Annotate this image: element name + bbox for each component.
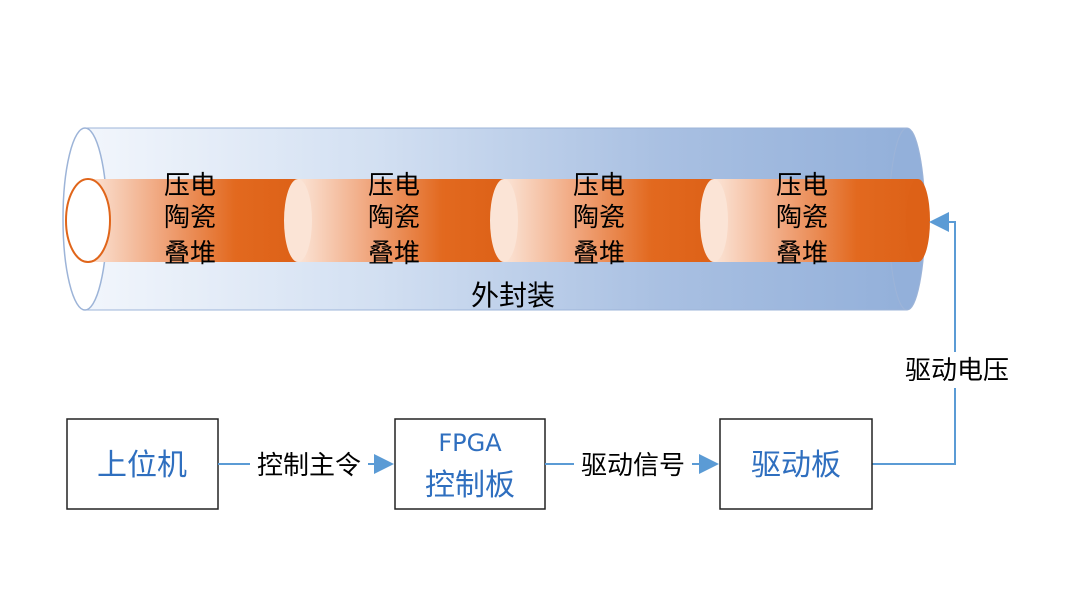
svg-text:陶瓷: 陶瓷 (368, 203, 420, 233)
tube-label: 外封装 (471, 279, 555, 312)
host-label: 上位机 (97, 448, 187, 483)
svg-text:叠堆: 叠堆 (164, 239, 216, 269)
svg-text:压电: 压电 (573, 171, 625, 201)
svg-text:压电: 压电 (164, 171, 216, 201)
stack-label-2: 压电 陶瓷 叠堆 (368, 171, 420, 269)
svg-text:叠堆: 叠堆 (573, 239, 625, 269)
stack-segment-4 (700, 179, 918, 262)
svg-text:陶瓷: 陶瓷 (776, 203, 828, 233)
stack-label-1: 压电 陶瓷 叠堆 (164, 171, 216, 269)
stack-label-3: 压电 陶瓷 叠堆 (573, 171, 625, 269)
host-box: 上位机 (66, 418, 219, 510)
piezo-stack (65, 178, 930, 263)
svg-text:叠堆: 叠堆 (776, 239, 828, 269)
drive-voltage-line (872, 212, 956, 465)
svg-text:陶瓷: 陶瓷 (573, 203, 625, 233)
fpga-label: FPGA (438, 429, 502, 457)
drive-voltage-label: 驱动电压 (905, 356, 1009, 386)
driver-box: 驱动板 (719, 418, 873, 510)
fpga-sub-label: 控制板 (425, 468, 515, 503)
stack-label-4: 压电 陶瓷 叠堆 (776, 171, 828, 269)
svg-text:陶瓷: 陶瓷 (164, 203, 216, 233)
drive-signal-label: 驱动信号 (581, 451, 685, 481)
svg-text:压电: 压电 (368, 171, 420, 201)
control-cmd-label: 控制主令 (257, 451, 361, 481)
svg-text:压电: 压电 (776, 171, 828, 201)
svg-text:叠堆: 叠堆 (368, 239, 420, 269)
fpga-box: FPGA 控制板 (394, 418, 546, 510)
driver-label: 驱动板 (751, 448, 841, 483)
